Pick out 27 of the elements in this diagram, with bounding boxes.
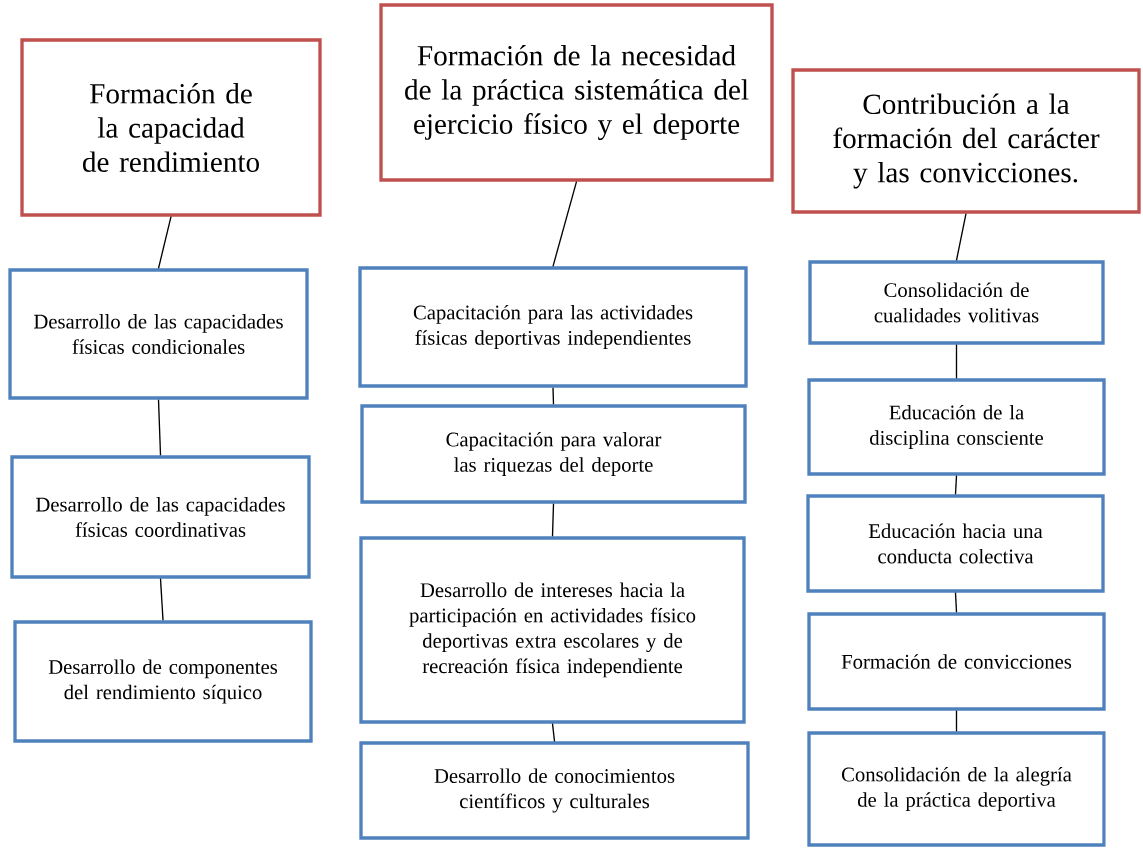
connector-line xyxy=(552,387,555,405)
connector-line xyxy=(955,710,958,732)
item-box: Desarrollo de componentes del rendimiento síquico xyxy=(13,620,313,743)
header-box: Contribución a la formación del carácter y las convicciones. xyxy=(791,68,1141,214)
connector-line xyxy=(954,592,958,613)
connector-line xyxy=(157,216,172,269)
connector-line xyxy=(551,503,555,537)
connector-line xyxy=(157,399,162,456)
header-box: Formación de la capacidad de rendimiento xyxy=(20,38,322,217)
item-box: Desarrollo de intereses hacia la participación en actividades físico deportivas extra escolares y de recreación física independiente xyxy=(359,536,746,724)
item-box: Desarrollo de conocimientos científicos y culturales xyxy=(359,741,750,840)
connector-line xyxy=(955,213,967,261)
item-box: Capacitación para valorar las riquezas del deporte xyxy=(360,404,747,504)
item-box: Formación de convicciones xyxy=(807,612,1106,711)
connector-line xyxy=(551,723,556,742)
connector-line xyxy=(954,475,958,495)
item-box: Capacitación para las actividades físicas deportivas independientes xyxy=(358,266,748,388)
item-box: Desarrollo de las capacidades físicas condicionales xyxy=(8,268,309,400)
connector-line xyxy=(552,181,578,267)
item-box: Consolidación de la alegría de la práctica deportiva xyxy=(807,731,1106,847)
connector-line xyxy=(159,578,164,621)
header-box: Formación de la necesidad de la práctica sistemática del ejercicio físico y el deporte xyxy=(379,3,774,182)
item-box: Educación de la disciplina consciente xyxy=(807,378,1106,476)
connector-line xyxy=(955,344,958,379)
item-box: Consolidación de cualidades volitivas xyxy=(808,260,1105,345)
item-box: Educación hacia una conducta colectiva xyxy=(806,494,1105,593)
item-box: Desarrollo de las capacidades físicas coordinativas xyxy=(10,455,311,579)
